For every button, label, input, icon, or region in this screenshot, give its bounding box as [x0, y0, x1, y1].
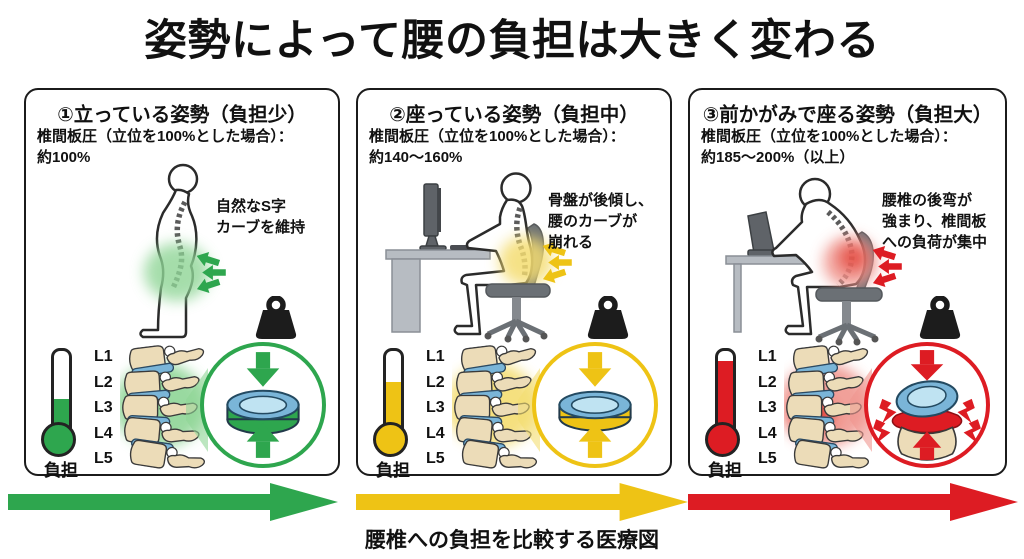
vertebra-label: L4	[426, 424, 445, 442]
caption: 腰椎への負担を比較する医療図	[365, 529, 659, 552]
spine-load-row: 負担 L1 L2 L3 L4 L5	[690, 342, 1005, 480]
spine-load-row: 負担 L1 L2 L3 L4 L5	[26, 342, 338, 480]
vertebra-label: L2	[426, 373, 445, 391]
load-label: 負担	[376, 461, 410, 480]
thermometer-bulb	[373, 422, 408, 457]
load-thermometer: 負担	[38, 348, 84, 480]
annotation-text: 自然なS字 カーブを維持	[216, 198, 306, 236]
bulging-disc-illustration	[873, 350, 981, 461]
vertebra-label: L3	[758, 399, 777, 416]
thermometer-bulb	[705, 422, 740, 457]
disc-pressure-text: 椎間板圧（立位を100%とした場合）： 約100%	[37, 127, 334, 168]
thermometer-tube	[383, 348, 404, 436]
healthy-disc-illustration	[226, 352, 300, 458]
load-thermometer: 負担	[702, 348, 748, 480]
compression-arrow-up-icon	[246, 423, 280, 458]
vertebra-label: L5	[94, 450, 113, 467]
panel-heading: ③前かがみで座る姿勢（負担大）	[702, 104, 993, 126]
chair-base	[818, 322, 876, 342]
vertebra-label: L1	[426, 348, 445, 365]
disc-magnifier-circle	[864, 342, 990, 468]
vertebra-label: L5	[426, 450, 445, 467]
compressed-disc-illustration	[558, 352, 632, 458]
thermometer-tube	[51, 348, 72, 436]
weight-icon	[250, 295, 302, 342]
panel-sitting-posture: ②座っている姿勢（負担中） 椎間板圧（立位を100%とした場合）： 約140〜1…	[356, 88, 672, 480]
hunched-person-illustration	[725, 177, 902, 346]
thermometer-bulb	[41, 422, 76, 457]
tilted-disc	[895, 380, 959, 418]
lumbar-glow	[144, 243, 210, 301]
vertebra-label: L3	[94, 399, 113, 416]
load-thermometer: 負担	[370, 348, 416, 480]
compression-arrow-up-icon	[912, 431, 942, 460]
load-label: 負担	[708, 461, 742, 480]
vertebra-labels: L1 L2 L3 L4 L5	[426, 348, 452, 468]
panel-heading: ②座っている姿勢（負担中）	[389, 104, 639, 126]
vertebra-label: L5	[758, 450, 777, 467]
pain-bolt-icon	[873, 398, 981, 444]
thermometer-fill	[386, 382, 401, 433]
vertebra-label: L4	[94, 424, 113, 442]
thermometer-fill	[718, 360, 733, 433]
compression-arrow-down-icon	[246, 352, 280, 387]
panel-hunched-posture: ③前かがみで座る姿勢（負担大） 椎間板圧（立位を100%とした場合）： 約185…	[688, 88, 1007, 480]
standing-person-illustration	[139, 163, 226, 339]
spine-load-row: 負担 L1 L2 L3 L4 L5	[358, 342, 670, 480]
vertebra-label: L2	[94, 373, 113, 391]
lumbar-spine-diagram	[452, 344, 539, 472]
load-arrow-high	[688, 480, 1018, 524]
disc-pressure-text: 椎間板圧（立位を100%とした場合）： 約140〜160%	[369, 127, 666, 168]
weight-icon	[914, 295, 966, 342]
vertebra-labels: L1 L2 L3 L4 L5	[94, 348, 120, 468]
vertebra-labels: L1 L2 L3 L4 L5	[758, 348, 784, 468]
disc-pressure-value: 約140〜160%	[369, 148, 463, 166]
disc-pressure-label: 椎間板圧（立位を100%とした場合）：	[701, 128, 957, 145]
panel-standing-posture: ①立っている姿勢（負担少） 椎間板圧（立位を100%とした場合）： 約100% …	[24, 88, 340, 480]
disc-pressure-value: 約185〜200%（以上）	[701, 148, 855, 166]
disc-pressure-text: 椎間板圧（立位を100%とした場合）： 約185〜200%（以上）	[701, 127, 1001, 168]
disc-magnifier-circle	[200, 342, 326, 468]
vertebra-label: L4	[758, 424, 777, 442]
chair-base	[486, 318, 546, 339]
vertebra-label: L1	[94, 348, 113, 365]
compression-arrow-down-icon	[578, 352, 612, 387]
compression-arrow-down-icon	[910, 350, 944, 381]
lumbar-spine-diagram	[120, 344, 207, 472]
panel-heading: ①立っている姿勢（負担少）	[57, 104, 307, 126]
annotation-text: 骨盤が後傾し、 腰のカーブが 崩れる	[548, 192, 654, 251]
page-title: 姿勢によって腰の負担は大きく変わる	[143, 17, 881, 65]
lumbar-glow	[499, 236, 553, 286]
annotation-text: 腰椎の後弯が 強まり、椎間板 への負荷が集中	[882, 192, 988, 251]
vertebra-label: L3	[426, 399, 445, 416]
vertebra-label: L2	[758, 373, 777, 391]
load-arrow-low	[8, 480, 338, 524]
vertebra-label: L1	[758, 348, 777, 365]
weight-icon	[582, 295, 634, 342]
sitting-person-illustration	[385, 172, 572, 343]
disc-pressure-label: 椎間板圧（立位を100%とした場合）：	[369, 128, 625, 145]
compression-arrow-up-icon	[578, 423, 612, 458]
disc-pressure-value: 約100%	[37, 148, 91, 166]
lumbar-spine-diagram	[784, 344, 871, 472]
load-arrow-medium	[356, 480, 688, 524]
load-label: 負担	[44, 461, 78, 480]
disc-pressure-label: 椎間板圧（立位を100%とした場合）：	[37, 128, 293, 145]
disc-magnifier-circle	[532, 342, 658, 468]
